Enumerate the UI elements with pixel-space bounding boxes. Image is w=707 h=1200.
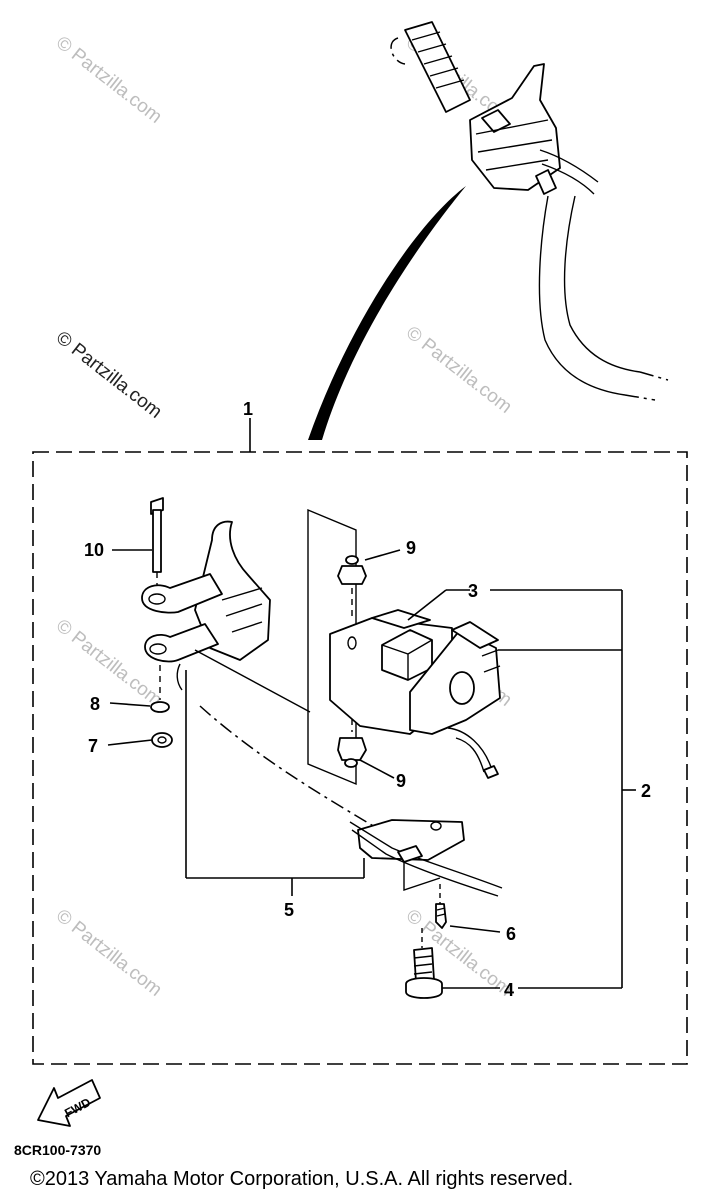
part-9-grommet-upper: 9 — [337, 538, 416, 585]
copyright-notice: ©2013 Yamaha Motor Corporation, U.S.A. A… — [30, 1168, 574, 1190]
watermarks: © Partzilla.com © Partzilla.com © Partzi… — [52, 32, 516, 1000]
callout-1: 1 — [243, 399, 253, 419]
callout-9-upper: 9 — [406, 538, 416, 558]
throttle-lever — [141, 520, 311, 713]
watermark: © Partzilla.com — [52, 615, 166, 710]
callout-10: 10 — [84, 540, 104, 560]
callout-3: 3 — [468, 581, 478, 601]
fwd-arrow-icon: FWD — [37, 1079, 101, 1127]
watermark: © Partzilla.com — [52, 905, 166, 1000]
callout-6: 6 — [506, 924, 516, 944]
part-3-switch: 3 — [329, 581, 622, 779]
kit-boundary — [32, 451, 688, 1065]
cable-path — [199, 705, 381, 831]
part-5-cable-bracket: 5 — [185, 670, 503, 920]
watermark: © Partzilla.com — [52, 327, 166, 422]
part-9-grommet-lower: 9 — [337, 737, 406, 791]
callout-8: 8 — [90, 694, 100, 714]
part-8-washer: 8 — [90, 694, 170, 714]
handlebar-illustration — [308, 21, 669, 440]
part-7-spring-washer: 7 — [88, 732, 173, 756]
part-4-bolt: 4 — [405, 928, 622, 1000]
callout-2: 2 — [641, 781, 651, 801]
diagram-code: 8CR100-7370 — [14, 1142, 102, 1158]
callout-9-lower: 9 — [396, 771, 406, 791]
part-6-screw: 6 — [435, 884, 516, 944]
watermark: © Partzilla.com — [402, 322, 516, 417]
callout-4: 4 — [504, 980, 514, 1000]
part-10-pin: 10 — [84, 497, 164, 598]
watermark: © Partzilla.com — [52, 32, 166, 127]
callout-5: 5 — [284, 900, 294, 920]
callout-7: 7 — [88, 736, 98, 756]
